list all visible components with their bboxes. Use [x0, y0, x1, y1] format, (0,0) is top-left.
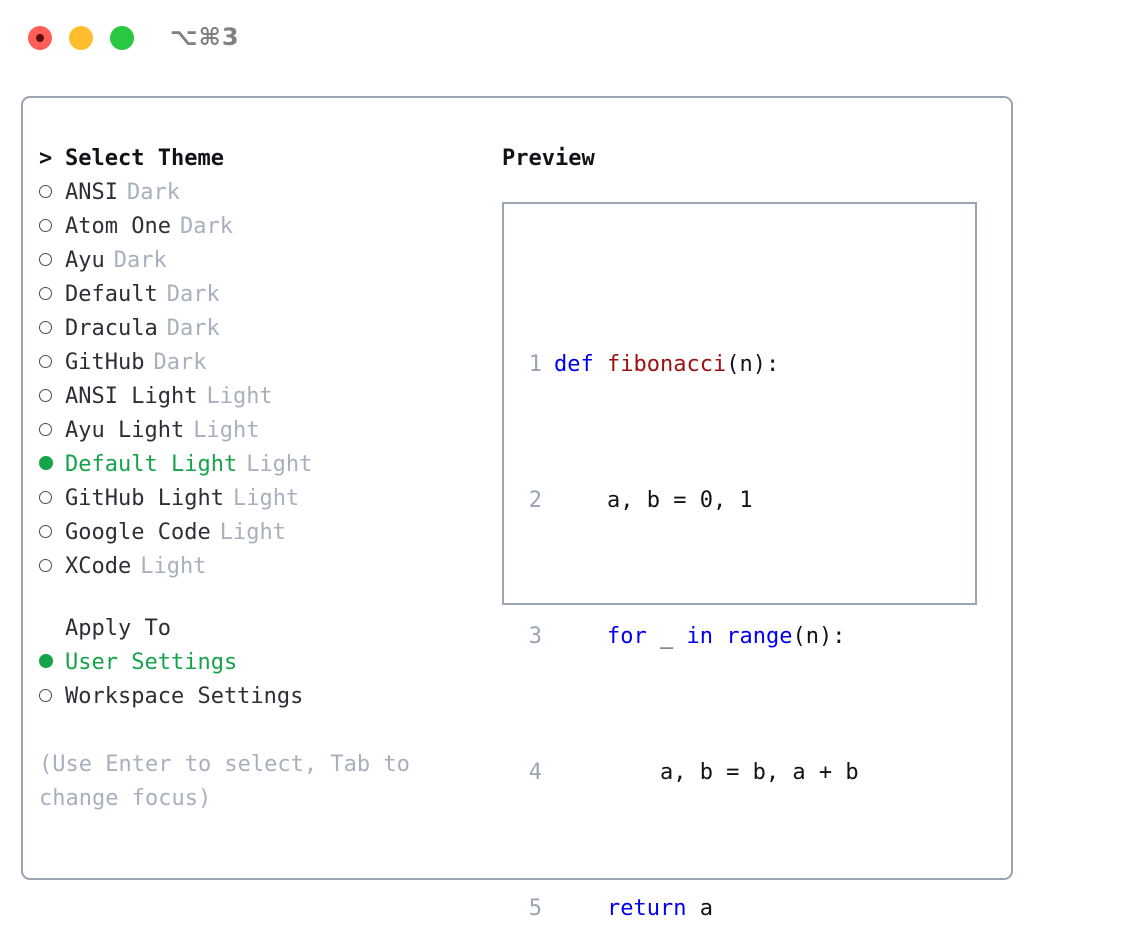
theme-item-label: Google Code — [65, 520, 211, 545]
theme-item-ansi-light[interactable]: ANSI Light Light — [39, 384, 479, 418]
code-line: 3 for _ in range(n): — [516, 620, 881, 654]
apply-to-item-label: Workspace Settings — [65, 684, 304, 709]
theme-item-label: Default — [65, 282, 158, 307]
radio-selected-icon[interactable] — [39, 650, 65, 675]
apply-to-title: Apply To — [65, 616, 171, 641]
radio-unselected-icon[interactable] — [39, 350, 65, 375]
code-token: (n): — [726, 352, 780, 377]
radio-unselected-icon[interactable] — [39, 486, 65, 511]
theme-item-variant: Light — [140, 554, 207, 579]
apply-to-header: Apply To — [39, 616, 479, 650]
theme-item-variant: Light — [206, 384, 273, 409]
code-token: _ — [646, 624, 687, 649]
code-token — [554, 892, 607, 926]
theme-picker-header: > Select Theme — [39, 146, 479, 180]
close-window-icon[interactable] — [28, 26, 52, 50]
theme-picker: > Select Theme ANSI Dark Atom One Dark A… — [39, 146, 479, 816]
section-spacer — [39, 588, 479, 616]
theme-item-variant: Dark — [126, 180, 180, 205]
theme-item-atom-one-dark[interactable]: Atom One Dark — [39, 214, 479, 248]
line-number: 4 — [528, 760, 542, 785]
code-line: 2 a, b = 0, 1 — [516, 484, 881, 518]
keyboard-shortcut-label: ⌥⌘3 — [170, 23, 240, 51]
code-line: 5 return a — [516, 892, 881, 926]
line-number: 1 — [528, 352, 542, 377]
caret-icon: > — [39, 146, 53, 171]
theme-item-github-light[interactable]: GitHub Light Light — [39, 486, 479, 520]
code-token: for — [606, 624, 647, 649]
radio-unselected-icon[interactable] — [39, 520, 65, 545]
theme-item-variant: Dark — [153, 350, 207, 375]
line-number: 3 — [528, 624, 542, 649]
theme-item-ansi-dark[interactable]: ANSI Dark — [39, 180, 479, 214]
theme-item-label: Default Light — [65, 452, 238, 477]
code-token: range — [726, 624, 793, 649]
keyboard-hint-text: (Use Enter to select, Tab to change focu… — [39, 752, 410, 811]
theme-item-label: Dracula — [65, 316, 158, 341]
code-line: 1 def fibonacci(n): — [516, 348, 881, 382]
radio-unselected-icon[interactable] — [39, 684, 65, 709]
theme-item-ayu-light[interactable]: Ayu Light Light — [39, 418, 479, 452]
theme-item-label: GitHub — [65, 350, 145, 375]
line-number: 5 — [528, 896, 542, 921]
code-token: fibonacci — [606, 352, 727, 377]
theme-item-github-dark[interactable]: GitHub Dark — [39, 350, 479, 384]
theme-item-variant: Dark — [113, 248, 167, 273]
radio-selected-icon[interactable] — [39, 452, 65, 477]
theme-item-label: ANSI — [65, 180, 118, 205]
radio-unselected-icon[interactable] — [39, 554, 65, 579]
main-panel: > Select Theme ANSI Dark Atom One Dark A… — [21, 96, 1013, 921]
theme-item-label: GitHub Light — [65, 486, 224, 511]
radio-unselected-icon[interactable] — [39, 180, 65, 205]
line-number: 2 — [528, 488, 542, 513]
theme-item-google-code[interactable]: Google Code Light — [39, 520, 479, 554]
radio-unselected-icon[interactable] — [39, 384, 65, 409]
theme-item-label: XCode — [65, 554, 132, 579]
radio-unselected-icon[interactable] — [39, 418, 65, 443]
theme-item-default-dark[interactable]: Default Dark — [39, 282, 479, 316]
code-token — [554, 620, 607, 654]
theme-item-variant: Light — [246, 452, 313, 477]
maximize-window-icon[interactable] — [110, 26, 134, 50]
theme-item-label: Ayu Light — [65, 418, 185, 443]
theme-item-variant: Light — [219, 520, 286, 545]
theme-item-variant: Light — [193, 418, 260, 443]
radio-unselected-icon[interactable] — [39, 214, 65, 239]
title-bar: ⌥⌘3 — [0, 0, 1140, 78]
preview-title: Preview — [502, 146, 595, 171]
code-token: a, b = b, a + b — [554, 760, 859, 785]
theme-item-variant: Dark — [166, 282, 220, 307]
theme-item-label: Atom One — [65, 214, 171, 239]
theme-item-variant: Dark — [179, 214, 233, 239]
theme-item-default-light[interactable]: Default Light Light — [39, 452, 479, 486]
code-line: 4 a, b = b, a + b — [516, 756, 881, 790]
radio-unselected-icon[interactable] — [39, 316, 65, 341]
theme-item-label: Ayu — [65, 248, 105, 273]
apply-to-item-user-settings[interactable]: User Settings — [39, 650, 479, 684]
theme-item-variant: Light — [232, 486, 300, 511]
theme-item-label: ANSI Light — [65, 384, 198, 409]
apply-to-item-workspace-settings[interactable]: Workspace Settings — [39, 684, 479, 718]
code-token: a — [686, 896, 713, 921]
window-controls — [28, 26, 134, 50]
theme-item-variant: Dark — [166, 316, 220, 341]
code-token: a, b = 0, 1 — [554, 488, 753, 513]
theme-item-xcode[interactable]: XCode Light — [39, 554, 479, 588]
code-token: def — [554, 352, 607, 377]
theme-item-ayu-dark[interactable]: Ayu Dark — [39, 248, 479, 282]
theme-picker-title: Select Theme — [65, 146, 224, 171]
code-token: in — [686, 624, 713, 649]
theme-item-dracula-dark[interactable]: Dracula Dark — [39, 316, 479, 350]
minimize-window-icon[interactable] — [69, 26, 93, 50]
apply-to-item-label: User Settings — [65, 650, 238, 675]
code-token: return — [606, 896, 687, 921]
radio-unselected-icon[interactable] — [39, 282, 65, 307]
code-token — [713, 620, 726, 654]
radio-unselected-icon[interactable] — [39, 248, 65, 273]
code-token: (n): — [792, 624, 846, 649]
